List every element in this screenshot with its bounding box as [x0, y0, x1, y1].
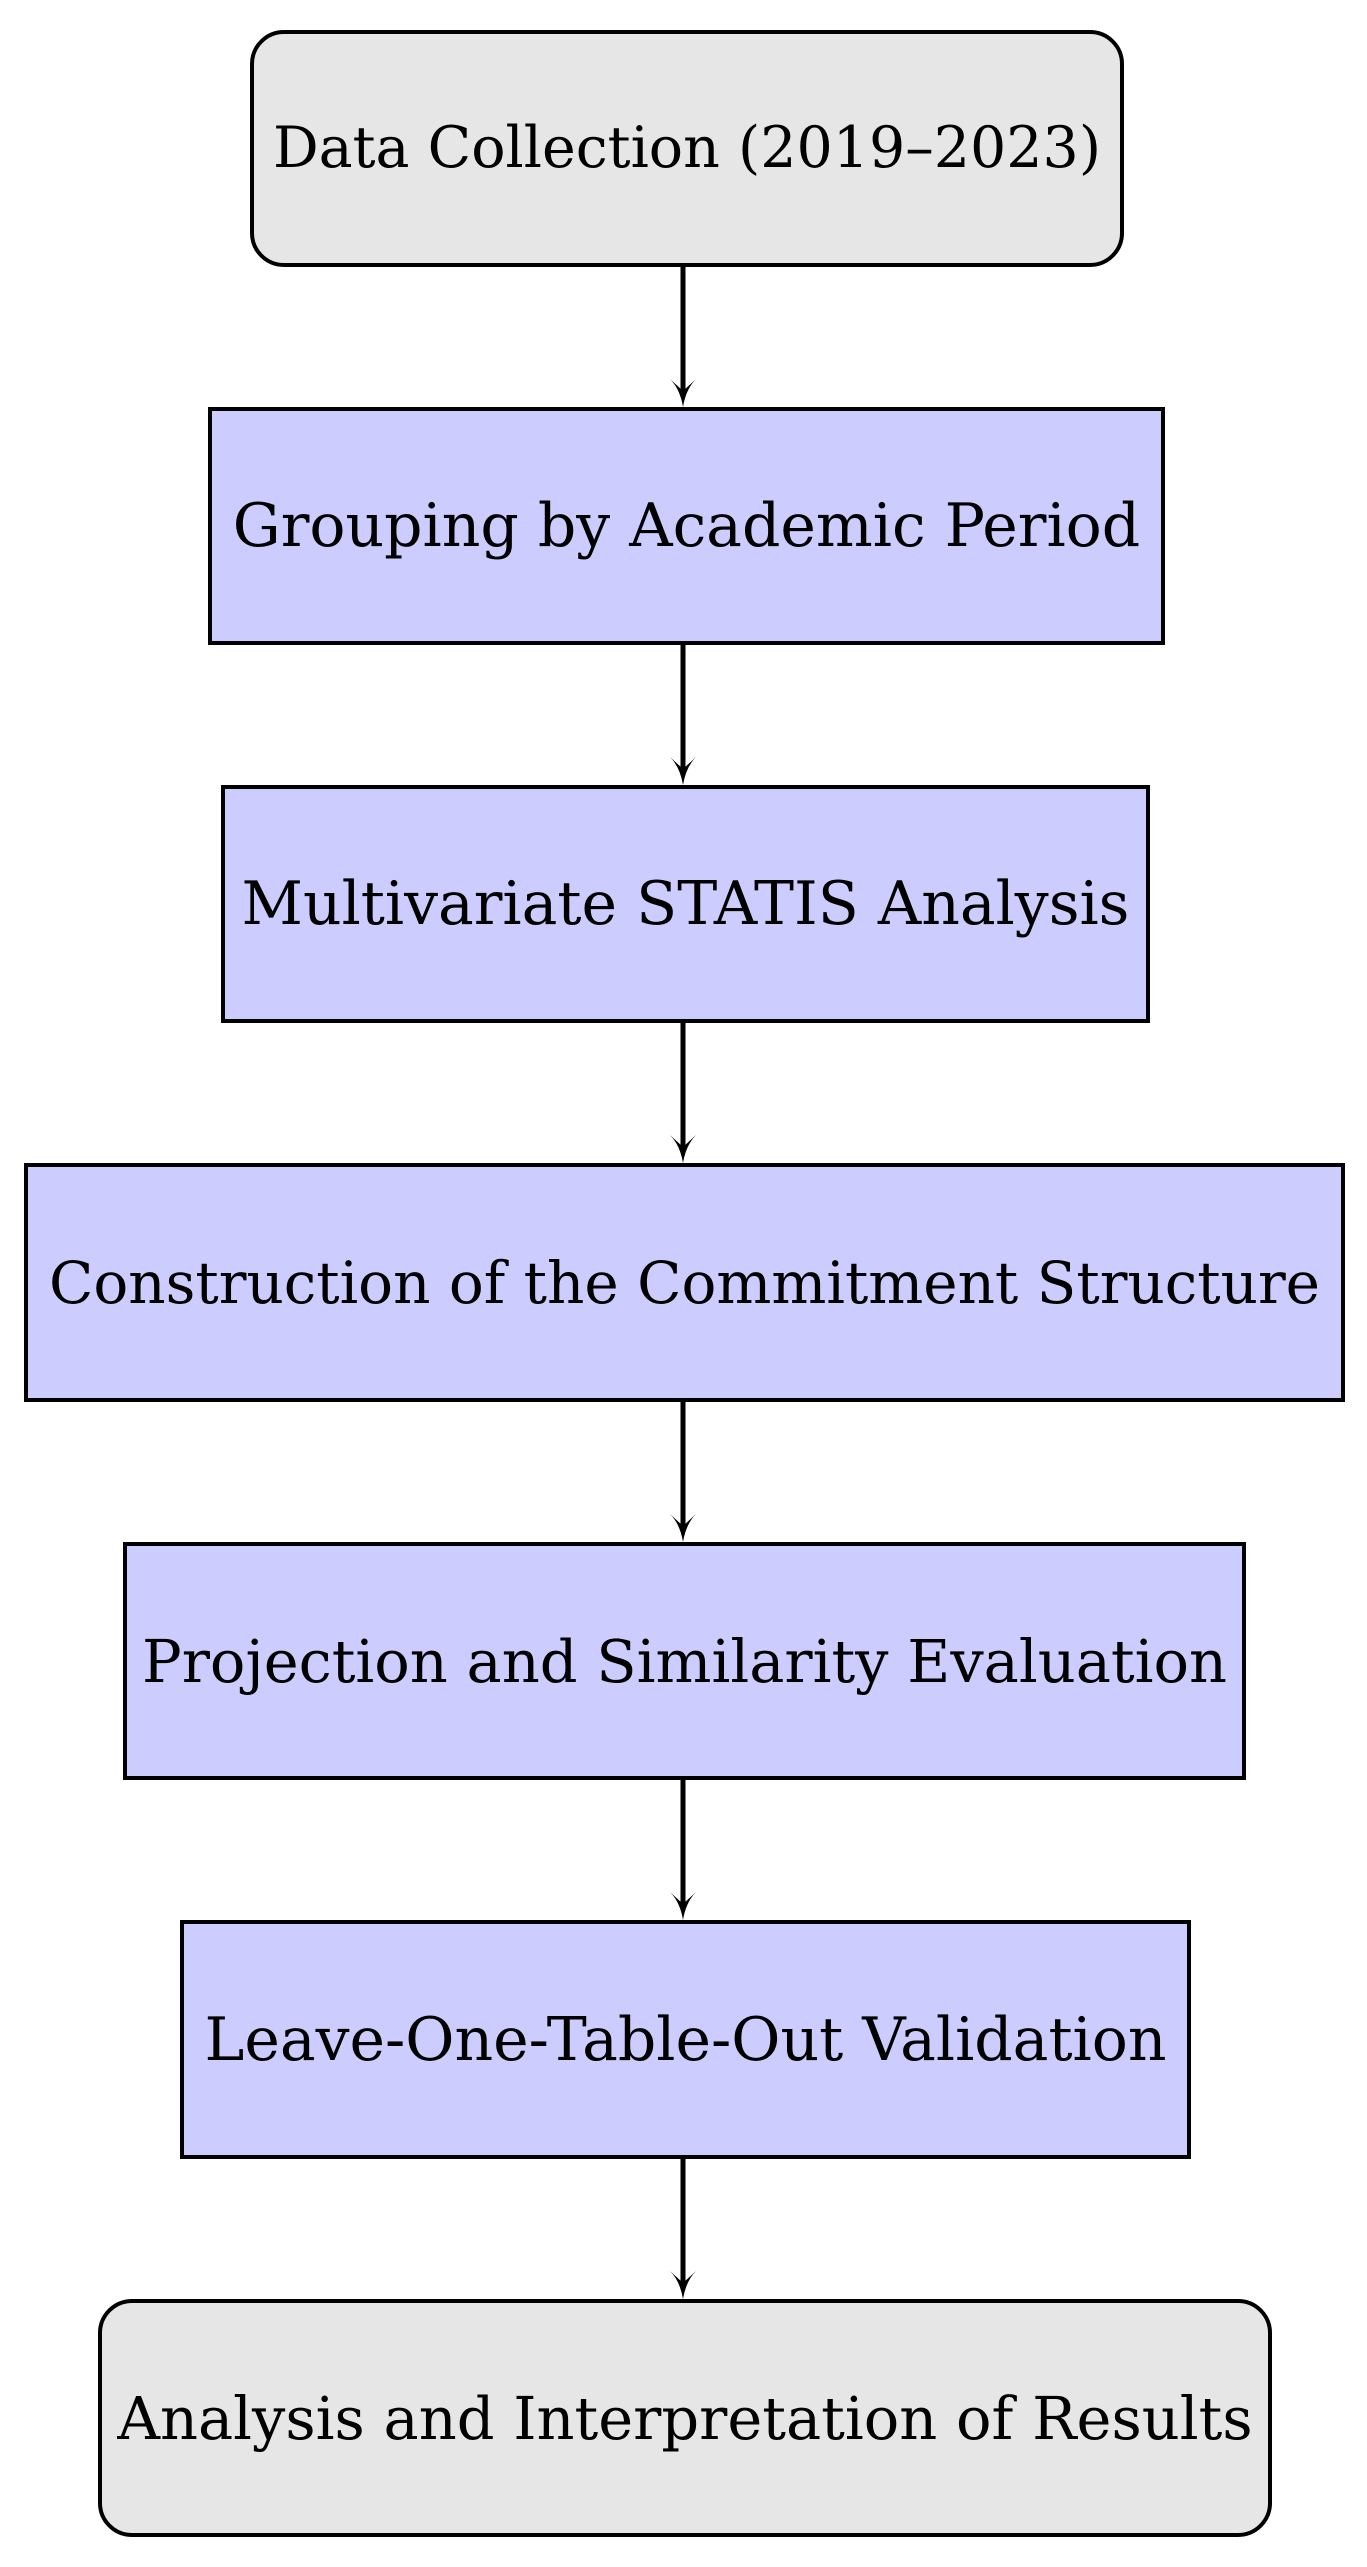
- step-validation: Leave-One-Table-Out Validation: [180, 1920, 1191, 2159]
- step-results-interpretation: Analysis and Interpretation of Results: [98, 2299, 1272, 2537]
- step-label: Data Collection (2019–2023): [272, 115, 1102, 181]
- step-data-collection: Data Collection (2019–2023): [250, 30, 1124, 267]
- step-commitment-structure: Construction of the Commitment Structure: [24, 1163, 1345, 1402]
- arrow-2: [670, 645, 696, 785]
- step-label: Grouping by Academic Period: [232, 491, 1141, 561]
- arrow-4: [670, 1402, 696, 1542]
- arrow-3: [670, 1023, 696, 1163]
- step-statis-analysis: Multivariate STATIS Analysis: [221, 785, 1150, 1023]
- step-label: Analysis and Interpretation of Results: [117, 2383, 1253, 2453]
- step-projection-similarity: Projection and Similarity Evaluation: [123, 1542, 1246, 1780]
- step-grouping: Grouping by Academic Period: [208, 407, 1165, 645]
- arrow-5: [670, 1780, 696, 1920]
- step-label: Projection and Similarity Evaluation: [142, 1626, 1227, 1696]
- step-label: Construction of the Commitment Structure: [49, 1248, 1320, 1317]
- step-label: Leave-One-Table-Out Validation: [204, 2004, 1167, 2075]
- step-label: Multivariate STATIS Analysis: [241, 869, 1130, 939]
- arrow-6: [670, 2159, 696, 2299]
- arrow-1: [670, 267, 696, 407]
